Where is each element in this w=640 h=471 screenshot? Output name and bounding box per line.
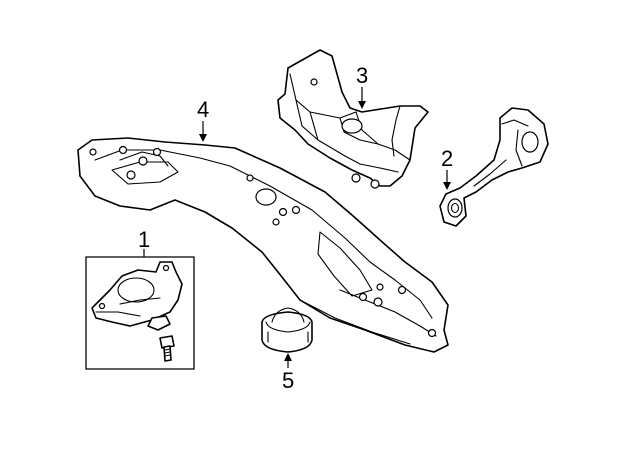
callout-4: 4 <box>197 97 209 142</box>
callout-2: 2 <box>441 146 453 190</box>
callout-label-1: 1 <box>138 227 150 252</box>
part-1-engine-mount[interactable] <box>85 256 195 370</box>
callout-label-3: 3 <box>356 63 368 88</box>
part-5-insulator[interactable] <box>261 307 313 353</box>
callout-label-5: 5 <box>282 368 294 393</box>
callout-label-2: 2 <box>441 146 453 171</box>
callout-5: 5 <box>282 353 294 393</box>
mount-bolt <box>159 335 175 362</box>
part-4-crossmember[interactable] <box>77 137 449 353</box>
part-2-torque-rod[interactable] <box>439 107 549 227</box>
callout-3: 3 <box>356 63 368 109</box>
callout-label-4: 4 <box>197 97 209 122</box>
part-3-support-bracket[interactable] <box>277 49 429 189</box>
callout-1: 1 <box>138 227 150 257</box>
